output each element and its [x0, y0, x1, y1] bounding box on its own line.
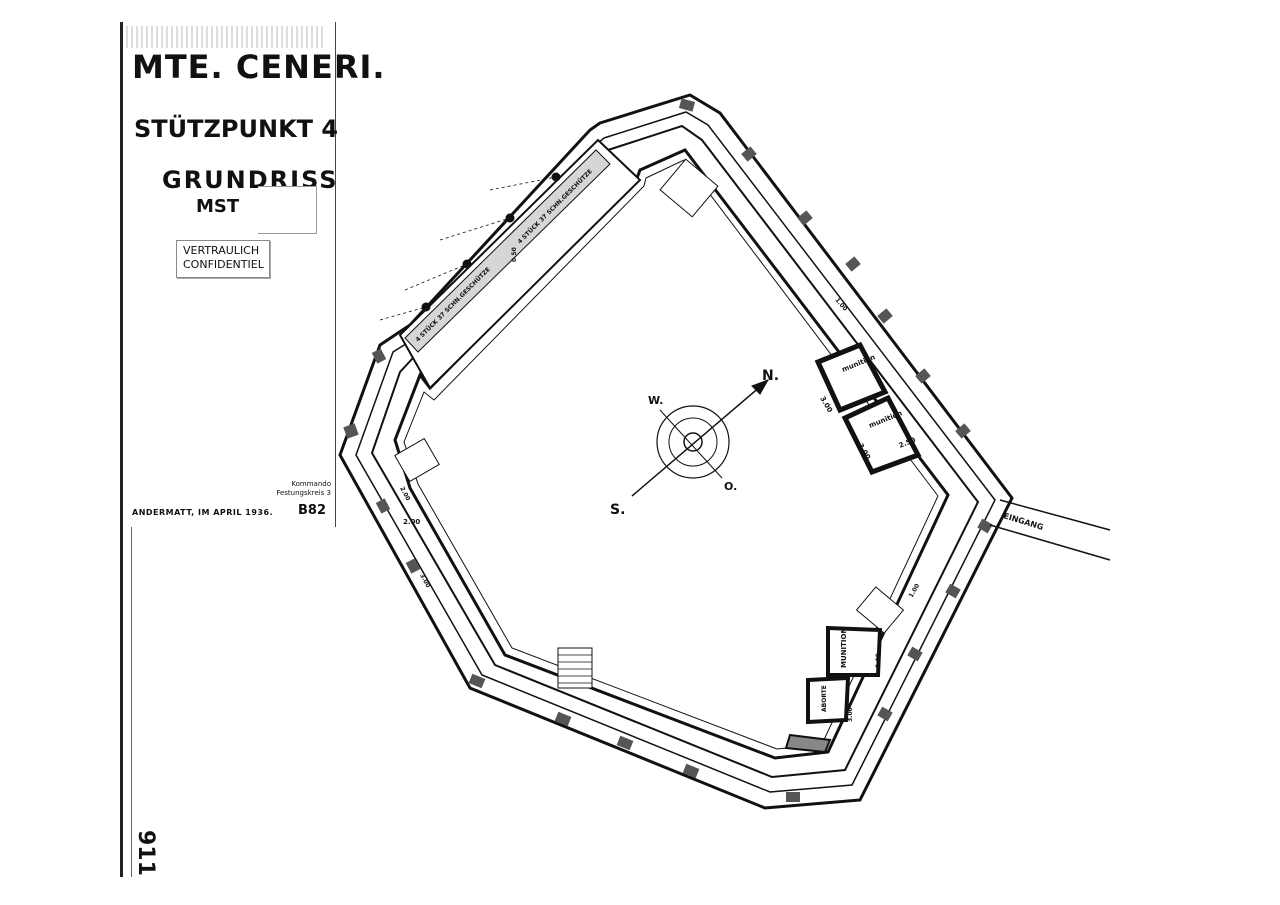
- compass-rose: [631, 379, 770, 497]
- office-label: Kommando Festungskreis 3: [255, 480, 331, 498]
- scan-noise: [126, 26, 326, 48]
- drawing-title: STÜTZPUNKT 4: [134, 115, 339, 143]
- dim-wall-2: 1.00: [908, 583, 921, 599]
- scale-prefix: MST: [196, 196, 240, 217]
- dim-left-1: 3.00: [418, 573, 431, 589]
- drawing-code: B82: [298, 503, 326, 518]
- room-munition-3: MUNITION: [840, 628, 848, 668]
- sheet-margin: [120, 527, 132, 877]
- room-abort: ABORTE: [821, 685, 828, 712]
- compass-n-label: N.: [762, 368, 779, 384]
- confidential-stamp: VERTRAULICH CONFIDENTIEL: [176, 240, 270, 278]
- compass-w-label: W.: [648, 394, 663, 407]
- dim-gallery: 0.50: [511, 247, 518, 262]
- compass-o-label: O.: [724, 480, 737, 493]
- stair-treads: [558, 654, 592, 684]
- site-title: MTE. CENERI.: [132, 48, 386, 86]
- dim-right-2: 3.00: [847, 707, 854, 722]
- munition-rooms: [784, 341, 922, 754]
- scale-cover-patch: [258, 186, 317, 234]
- dim-room-1: 3.00: [818, 395, 834, 414]
- outer-wall: [338, 93, 1014, 810]
- dim-right-1: 3.00: [875, 653, 882, 668]
- place-date: ANDERMATT, IM APRIL 1936.: [132, 508, 274, 517]
- dim-width-1: 2.00: [403, 518, 420, 526]
- entrance-label: EINGANG: [1002, 511, 1044, 532]
- gun-gallery: [379, 138, 642, 390]
- compass-s-label: S.: [610, 502, 625, 518]
- stamp-line-1: VERTRAULICH: [183, 244, 260, 257]
- wall-blocks: [343, 98, 993, 802]
- entrance-passage: [989, 499, 1111, 561]
- office-line-2: Festungskreis 3: [276, 489, 331, 497]
- stairs: [394, 158, 905, 689]
- stamp-line-2: CONFIDENTIEL: [183, 258, 264, 271]
- title-block: [120, 22, 336, 527]
- office-line-1: Kommando: [291, 480, 331, 488]
- dim-wall-1: 1.00: [833, 297, 848, 313]
